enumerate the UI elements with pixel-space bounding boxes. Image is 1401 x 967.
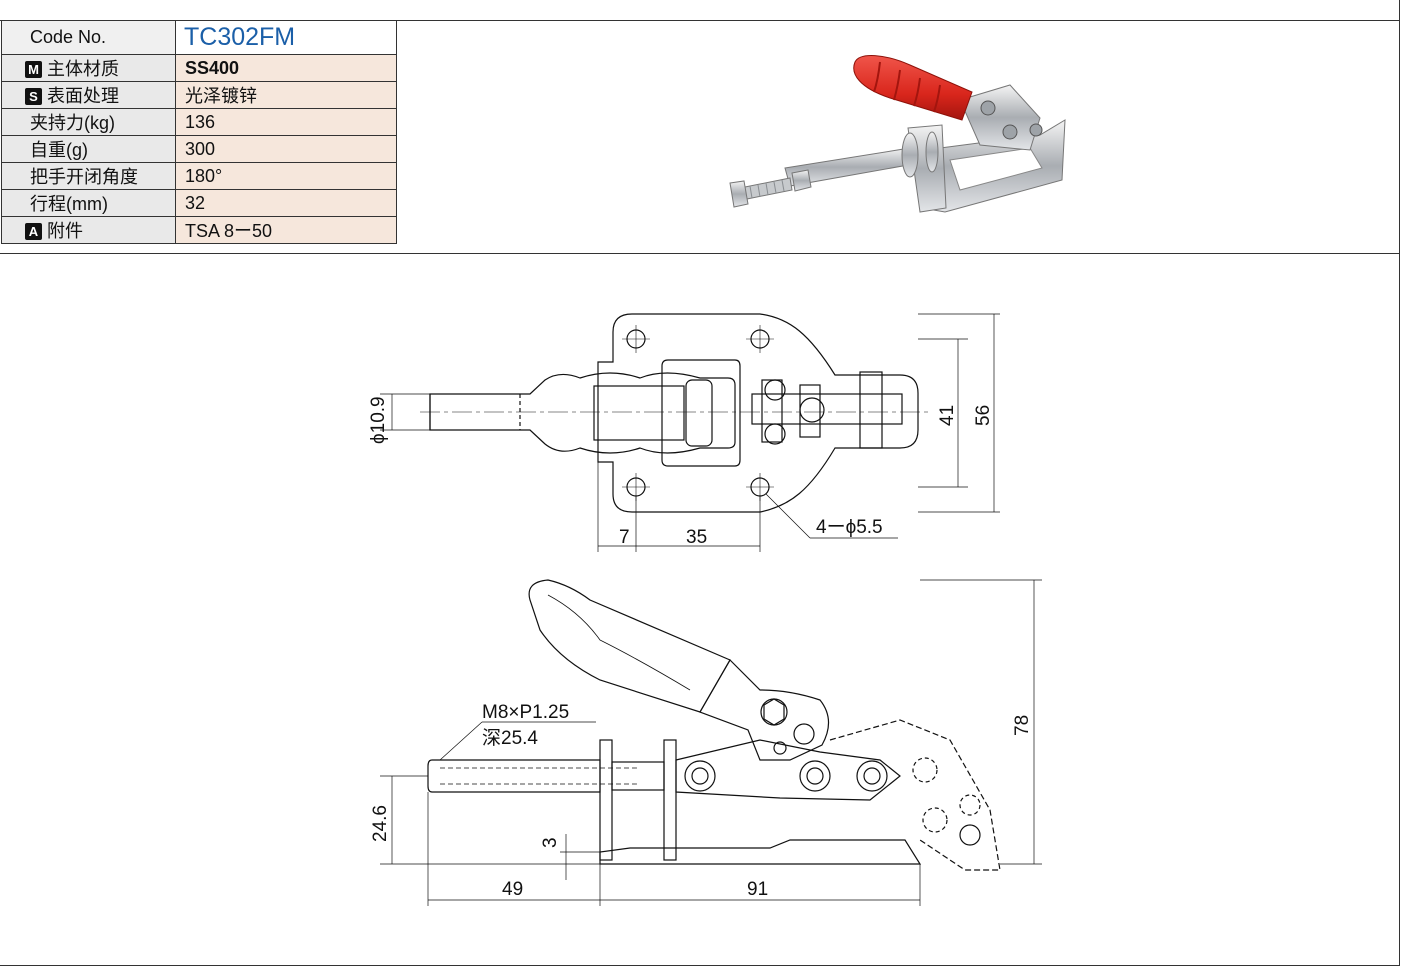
dim-56-label: 56 [973, 405, 994, 426]
spec-row: 把手开闭角度 180° [1, 162, 397, 190]
dim-49-label: 49 [502, 879, 523, 900]
spec-row: 自重(g) 300 [1, 135, 397, 163]
dim-diameter-label: ϕ10.9 [368, 396, 389, 444]
side-view [380, 579, 1042, 906]
thread-label: M8×P1.25 [482, 702, 569, 723]
spec-label: 行程(mm) [1, 189, 176, 217]
spec-value: 180° [175, 162, 397, 190]
spec-label-text: 表面处理 [47, 86, 119, 106]
spec-label-text: 主体材质 [47, 59, 119, 79]
dim-24-6-label: 24.6 [370, 805, 391, 842]
spec-value: SS400 [175, 54, 397, 82]
spec-row: 夹持力(kg) 136 [1, 108, 397, 136]
spec-label: 自重(g) [1, 135, 176, 163]
spec-row-code: Code No. TC302FM [1, 20, 397, 55]
spec-label: S 表面处理 [1, 81, 176, 109]
dim-3-label: 3 [540, 837, 561, 848]
code-label: Code No. [1, 20, 176, 55]
material-badge-icon: M [25, 61, 42, 78]
spec-row: 行程(mm) 32 [1, 189, 397, 217]
spec-row: S 表面处理 光泽镀锌 [1, 81, 397, 109]
spec-value: 300 [175, 135, 397, 163]
top-view [380, 313, 1000, 552]
spec-row: M 主体材质 SS400 [1, 54, 397, 82]
dim-91-label: 91 [747, 879, 768, 900]
spec-value: TSA 8ー50 [175, 216, 397, 244]
spec-row: A 附件 TSA 8ー50 [1, 216, 397, 244]
spec-label: 把手开闭角度 [1, 162, 176, 190]
accessory-badge-icon: A [25, 223, 42, 240]
surface-badge-icon: S [25, 88, 42, 105]
spec-value: 32 [175, 189, 397, 217]
spec-value: 136 [175, 108, 397, 136]
code-value: TC302FM [175, 20, 397, 55]
spec-value: 光泽镀锌 [175, 81, 397, 109]
mid-rule [0, 253, 1400, 254]
dim-41-label: 41 [937, 405, 958, 426]
spec-label: A 附件 [1, 216, 176, 244]
spec-label-text: 附件 [47, 221, 83, 241]
dim-7-label: 7 [619, 527, 630, 548]
dim-35-label: 35 [686, 527, 707, 548]
dim-78-label: 78 [1012, 715, 1033, 736]
product-photo [729, 55, 1066, 213]
spec-label: M 主体材质 [1, 54, 176, 82]
spec-label: 夹持力(kg) [1, 108, 176, 136]
depth-label: 深25.4 [482, 727, 538, 749]
hole-label: 4ーϕ5.5 [816, 517, 883, 538]
top-rule [0, 20, 1400, 21]
technical-drawing: ϕ10.9 41 56 7 35 4ーϕ5.5 M8×P1.25 深25.4 7… [368, 313, 1042, 906]
